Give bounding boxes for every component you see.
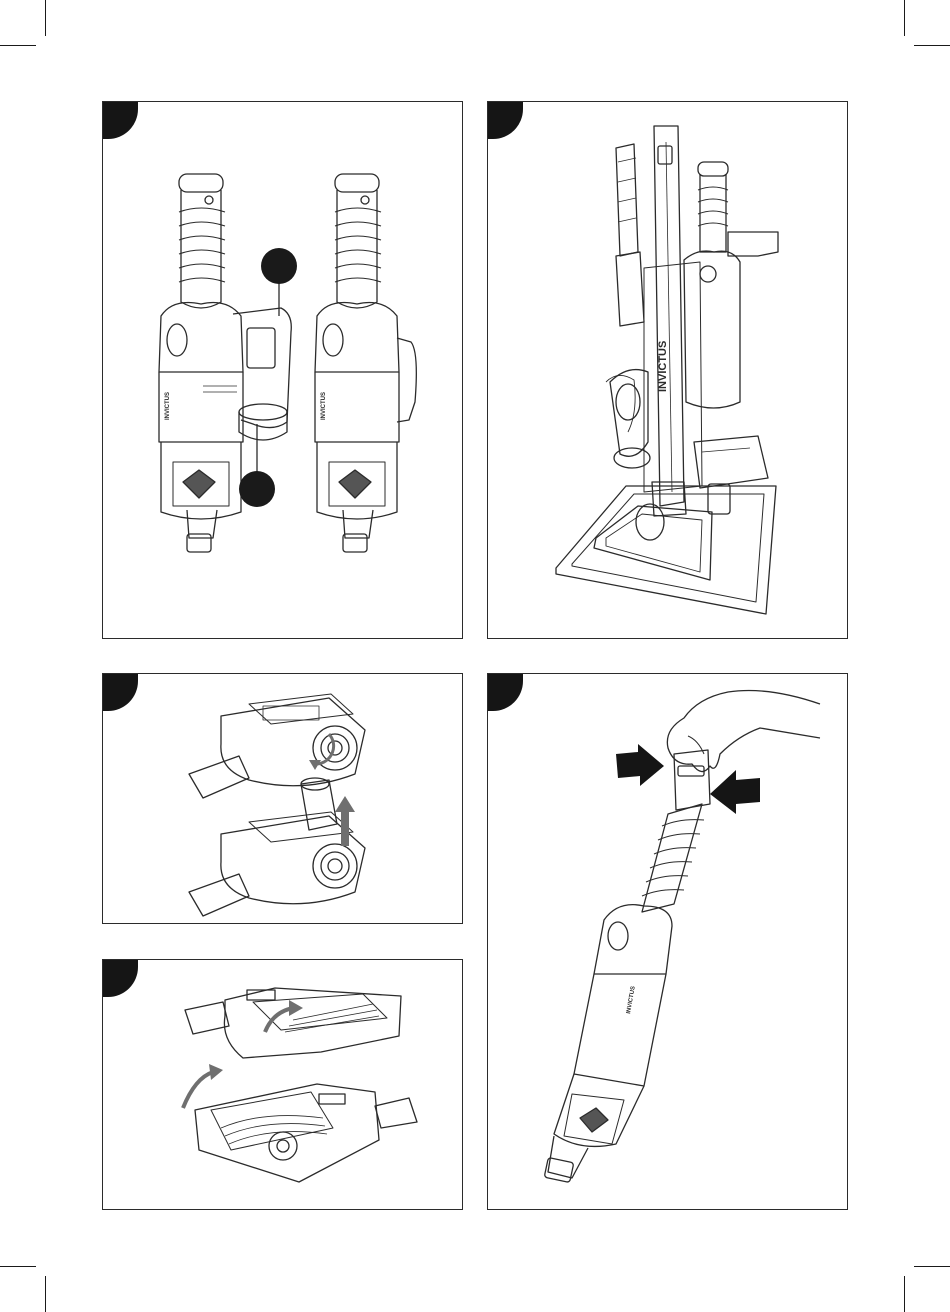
brush-roller <box>301 780 337 830</box>
crop-mark-tl-v <box>45 0 46 36</box>
dusting-tool <box>728 232 778 256</box>
figure-panel-2: INVICTUS <box>487 101 848 639</box>
handle-grip <box>642 804 702 912</box>
floor-brush-illustration <box>103 960 463 1210</box>
figure-panel-3 <box>102 673 463 924</box>
callout-dot-top <box>261 248 297 284</box>
release-handle-illustration: INVICTUS <box>488 674 848 1210</box>
mini-turbo-brush <box>694 436 768 488</box>
floor-brush-lower <box>195 1084 417 1182</box>
floor-brush-upper <box>185 988 401 1058</box>
crop-mark-tr-v <box>904 0 905 36</box>
turbo-brush-illustration <box>103 674 463 924</box>
press-arrow-right <box>710 770 760 814</box>
lift-arrow-head <box>335 796 355 812</box>
figure-panel-1: INVICTUS <box>102 101 463 639</box>
stand-handheld-unit <box>684 251 740 408</box>
crop-mark-bl-v <box>45 1276 46 1312</box>
turbo-brush-top <box>189 694 365 798</box>
handheld-sticker-text: INVICTUS <box>626 986 637 1015</box>
figure-panel-5: INVICTUS <box>487 673 848 1210</box>
lift-arrow-shaft <box>341 810 349 846</box>
crop-mark-br-v <box>904 1276 905 1312</box>
crop-mark-bl-h <box>0 1266 36 1267</box>
callout-dot-bottom <box>239 471 275 507</box>
crop-mark-tl-h <box>0 45 36 46</box>
docking-stand-illustration: INVICTUS <box>488 102 848 639</box>
handheld-unit-right: INVICTUS <box>315 174 416 552</box>
crop-mark-br-h <box>914 1266 950 1267</box>
release-arrow-lower <box>183 1072 213 1108</box>
unit-label-left: INVICTUS <box>165 392 171 420</box>
press-arrow-left <box>616 744 664 786</box>
handheld-units-illustration: INVICTUS <box>103 102 463 639</box>
flexible-hose <box>610 370 648 457</box>
figure-panel-4 <box>102 959 463 1210</box>
turbo-brush-bottom <box>189 812 365 916</box>
hand <box>667 691 820 772</box>
motor-head <box>594 905 672 974</box>
svg-text:INVICTUS: INVICTUS <box>321 392 327 420</box>
tube-brand-text: INVICTUS <box>657 341 669 392</box>
floor-brush <box>594 506 712 580</box>
crop-mark-tr-h <box>914 45 950 46</box>
